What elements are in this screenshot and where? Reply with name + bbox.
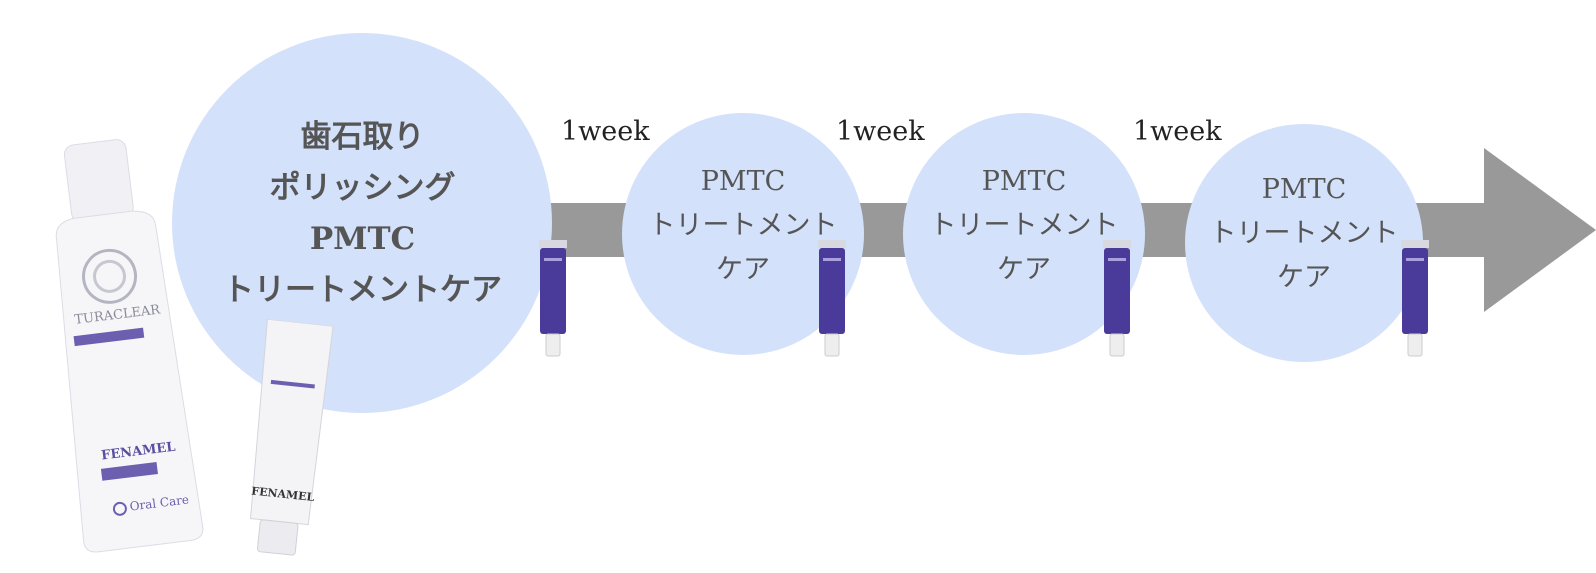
treatment-tube-image-1 bbox=[536, 240, 570, 358]
step-4-text: PMTC トリートメント ケア bbox=[1185, 168, 1423, 300]
step-1-line-3: PMTC bbox=[200, 214, 525, 265]
step-3-line-1: PMTC bbox=[903, 160, 1145, 204]
step-1-text: 歯石取り ポリッシング PMTC トリートメントケア bbox=[200, 112, 525, 316]
arrow-head bbox=[1484, 148, 1596, 312]
step-1-line-4: トリートメントケア bbox=[200, 265, 525, 316]
interval-label-2: 1week bbox=[836, 116, 925, 147]
treatment-tube-image-2 bbox=[815, 240, 849, 358]
step-1-line-1: 歯石取り bbox=[200, 112, 525, 163]
step-4-line-2: トリートメント bbox=[1185, 212, 1423, 256]
step-2-line-1: PMTC bbox=[622, 160, 864, 204]
step-1-line-2: ポリッシング bbox=[200, 163, 525, 214]
step-4-line-1: PMTC bbox=[1185, 168, 1423, 212]
interval-label-1: 1week bbox=[561, 116, 650, 147]
step-4-line-3: ケア bbox=[1185, 256, 1423, 300]
interval-label-3: 1week bbox=[1133, 116, 1222, 147]
treatment-tube-image-3 bbox=[1100, 240, 1134, 358]
treatment-tube-image-4 bbox=[1398, 240, 1432, 358]
